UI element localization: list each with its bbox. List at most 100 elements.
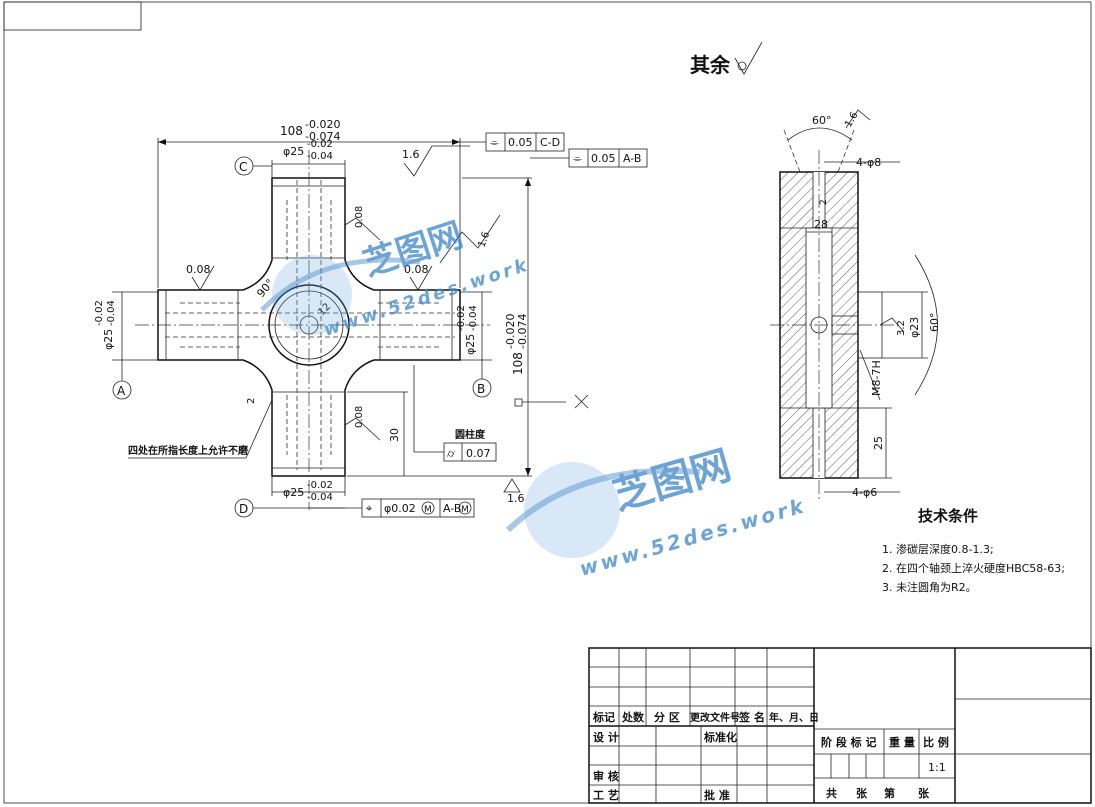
dim-overall-height-tol-upper: -0.020 [504,314,517,349]
fcf1-datum: C-D [540,136,560,149]
dim-overall-width-tol-upper: -0.020 [305,118,340,131]
fcf1-value: 0.05 [508,136,533,149]
dim-angle60-right-value: 60° [928,313,941,333]
dim-phi25-left-tol-lower: -0.04 [106,300,117,326]
roughness-top-1-6-value: 1.6 [402,148,420,161]
dim-phi25-right-tol-upper: -0.02 [456,305,467,331]
fcf-symmetry-c-d: ⌯ 0.05 C-D [458,132,565,152]
dim-phi25-top-tol-upper: -0.02 [307,139,333,150]
tb-pizhun: 批 准 [704,788,730,802]
cylindricity-value: 0.07 [466,447,491,460]
tb-sheji: 设 计 [593,730,619,744]
dim-4phi6-value: 4-φ6 [852,486,877,499]
tb-biaoji: 标记 [592,710,615,724]
side-section-view: 60° 1.6 4-φ8 28 2 φ23 3.2 60° M8-7H 25 4… [770,109,941,500]
fcf3-symbol-icon: ⌖ [366,502,372,515]
roughness-left-0-08: 0.08 [186,263,215,291]
roughness-left-0-08-value: 0.08 [186,263,211,276]
tech-item-2: 2. 在四个轴颈上淬火硬度HBC58-63; [882,561,1065,575]
corner-label-box [3,1,142,31]
watermark-bottom: 芝图网 www.52des.work [505,442,809,581]
fcf3-datum-m-modifier: M [461,505,469,515]
cylindricity-symbol-icon: ⌭ [447,447,455,460]
dim-phi25-bottom-tol-lower: -0.04 [307,492,333,503]
roughness-lower-arm-0-08-value: 0.08 [354,406,365,428]
tb-fenqu: 分 区 [654,710,680,724]
note-grind-text: 四处在所指长度上允许不磨 [128,444,249,457]
fcf3-value: φ0.02 [384,502,416,515]
datum-d-label: D [239,502,248,516]
dim-phi25-right-value: φ25 [464,334,477,355]
tb-gong: 共 [826,786,837,800]
roughness-upper-arm-0-08: 0.08 [344,206,381,241]
cross-main-view [135,150,490,510]
roughness-upper-arm-0-08-value: 0.08 [354,206,365,228]
fcf2-datum: A-B [623,152,641,165]
fcf2-symbol-icon: ⌯ [573,152,582,165]
fcf3-datum: A-B [443,502,461,515]
tb-chushu: 处数 [621,710,645,724]
watermark-globe-bottom-icon [505,462,701,558]
watermark-globe-icon [260,255,421,335]
roughness-side-1-6-value: 1.6 [843,110,860,129]
dim-len2: 2 [246,398,257,404]
dim-phi25-left: φ25 -0.02 -0.04 [94,300,117,350]
dim-overall-width-tol-lower: -0.074 [305,130,340,143]
tb-di: 第 [884,786,895,800]
watermark-bottom-brand: 芝图网 [608,442,736,519]
dim-angle60-top-value: 60° [812,114,832,127]
tech-requirements: 技术条件 1. 渗碳层深度0.8-1.3; 2. 在四个轴颈上淬火硬度HBC58… [882,507,1065,594]
section-marker [514,394,589,409]
tb-scale: 1:1 [928,761,946,774]
fcf2-value: 0.05 [591,152,616,165]
roughness-other-label: 其余 [690,53,731,77]
note-grind: 四处在所指长度上允许不磨 [128,399,273,459]
title-block: 标记 处数 分 区 更改文件号 签 名 年、月、日 设 计 标准化 审 核 工 … [588,647,1092,804]
dim-phi25-left-tol-upper: -0.02 [94,300,105,326]
cylindricity-label: 圆柱度 [455,428,486,441]
datum-b: B [460,291,492,398]
tb-zhang2: 张 [918,786,930,800]
fcf-cylindricity: 圆柱度 ⌭ 0.07 [413,365,497,462]
tb-bili: 比 例 [923,735,949,749]
roughness-bottom-1-6: 1.6 [503,478,525,505]
tech-title: 技术条件 [918,507,978,525]
dim-thread-value: M8-7H [870,360,883,396]
dim-overall-width: 108 -0.020 -0.074 [157,118,461,288]
tb-biaozhunhua: 标准化 [703,730,737,744]
roughness-bottom-1-6-value: 1.6 [507,492,525,505]
datum-c: C [234,156,272,176]
dim-phi25-top: φ25 -0.02 -0.04 [271,139,346,178]
tb-zhongliang: 重 量 [889,735,915,749]
dim-phi25-top-value: φ25 [283,145,304,158]
dim-phi25-bottom-tol-upper: -0.02 [307,480,333,491]
dim-phi25-bottom-value: φ25 [283,486,304,499]
roughness-top-1-6: 1.6 [402,145,470,177]
dim-overall-width-value: 108 [280,124,303,138]
dim-overall-height-tol-lower: -0.074 [516,314,529,349]
dim-len30-value: 30 [388,428,401,442]
roughness-lower-arm-0-08: 0.08 [344,406,381,441]
dim-phi25-bottom: φ25 -0.02 -0.04 [271,476,346,503]
dim-phi25-right: φ25 -0.02 -0.04 [456,305,479,355]
dim-hole2-value: 2 [819,199,829,205]
dim-len25-value: 25 [872,436,885,450]
tech-item-3: 3. 未注圆角为R2。 [882,580,977,594]
tb-qianming: 签 名 [738,710,765,724]
dim-len2-value: 2 [246,398,257,404]
dim-len28-value: 28 [814,218,828,231]
datum-b-label: B [477,382,485,396]
tb-gengai: 更改文件号 [690,711,740,724]
tech-item-1: 1. 渗碳层深度0.8-1.3; [882,542,994,556]
dim-overall-height: 108 -0.020 -0.074 [347,177,532,477]
roughness-other-symbol-icon [734,41,763,75]
dim-phi25-right-tol-lower: -0.04 [468,305,479,331]
dim-phi25-left-value: φ25 [102,329,115,350]
drawing-border [3,1,1092,804]
dim-phi23-value: φ23 [908,317,921,338]
tb-riqi: 年、月、日 [769,711,819,724]
dim-overall-height-value: 108 [511,352,525,375]
fcf-symmetry-a-b: ⌯ 0.05 A-B [530,148,648,168]
roughness-right-0-08: 0.08 [404,263,433,291]
